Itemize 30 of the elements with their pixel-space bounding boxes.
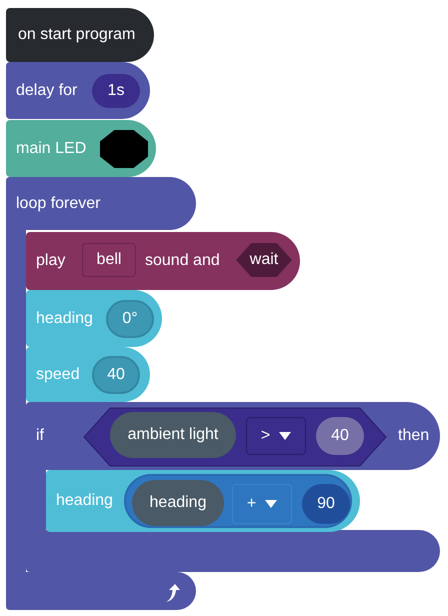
block-label: sound and: [145, 251, 220, 271]
operator-dropdown: >: [246, 417, 306, 455]
wait-toggle: wait: [236, 243, 292, 277]
command-block: [46, 470, 360, 532]
color-swatch: [100, 130, 148, 168]
command-block: [6, 62, 150, 119]
value-field: 1s: [92, 74, 140, 108]
block-label: if: [36, 426, 44, 446]
block-label: then: [398, 426, 430, 446]
block-label: heading: [56, 491, 113, 511]
block-label: main LED: [16, 139, 86, 159]
value-field: 0°: [106, 300, 154, 338]
event-block: [6, 8, 154, 62]
condition-slot: [84, 408, 386, 466]
block-label: speed: [36, 365, 80, 385]
block-label: delay for: [16, 81, 78, 101]
block-label: heading: [36, 309, 93, 329]
block-label: play: [36, 251, 66, 271]
if-block: [26, 402, 440, 572]
value-field: 90: [302, 484, 350, 524]
block-label: on start program: [18, 25, 136, 45]
sound-dropdown: bell: [82, 243, 136, 277]
operator-dropdown: +: [232, 484, 292, 524]
variable-reporter: heading: [132, 480, 224, 526]
expression-slot: [124, 474, 352, 528]
command-block: [26, 232, 300, 290]
sensor-reporter: ambient light: [110, 412, 236, 458]
block-label: loop forever: [16, 194, 100, 214]
command-block: [6, 120, 156, 177]
value-field: 40: [92, 356, 140, 394]
